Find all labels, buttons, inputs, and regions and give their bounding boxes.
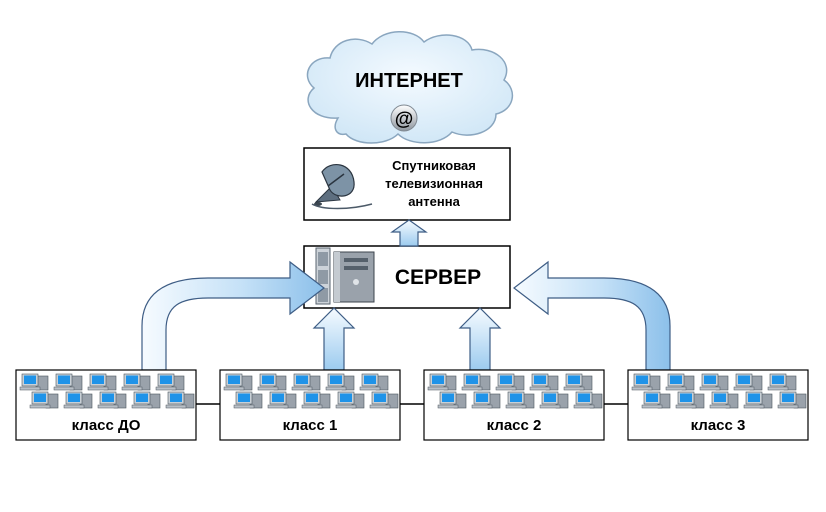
internet-label: ИНТЕРНЕТ [355,70,463,92]
computer-icon [359,373,389,391]
computer-icon [743,391,773,409]
computer-icon [427,373,457,391]
computer-icon [529,373,559,391]
computer-icon [665,373,695,391]
computer-icon [325,373,355,391]
computer-icon [257,373,287,391]
server-node: СЕРВЕР [303,245,511,309]
computer-icon [461,373,491,391]
computer-icon [709,391,739,409]
antenna-label-line-3: антенна [408,194,460,209]
computer-icon [505,391,535,409]
arrow-class-2-to-server [458,307,502,371]
computer-icon [539,391,569,409]
computer-icon [165,391,195,409]
computer-icon [777,391,807,409]
computer-icon [97,391,127,409]
computer-icon [495,373,525,391]
arrow-server-to-antenna [390,219,428,247]
computer-grid [631,373,807,409]
computer-icon [369,391,399,409]
computer-icon [631,373,661,391]
cloud-shape [306,31,514,144]
computer-icon [471,391,501,409]
class-box-1: класс 1 [219,369,401,441]
computer-icon [767,373,797,391]
at-icon-circle [390,104,418,132]
computer-icon [19,373,49,391]
computer-icon [563,373,593,391]
computer-icon [699,373,729,391]
computer-icon [223,373,253,391]
computer-icon [53,373,83,391]
computer-icon [675,391,705,409]
class-label: класс 2 [487,417,542,434]
computer-icon [291,373,321,391]
computer-icon [131,391,161,409]
satellite-dish-icon [311,164,373,210]
computer-icon [29,391,59,409]
class-label: класс ДО [72,417,141,434]
antenna-node: Спутниковая телевизионная антенна [303,147,511,221]
computer-icon [733,373,763,391]
at-icon: @ [395,109,414,130]
computer-icon [267,391,297,409]
computer-icon [437,391,467,409]
computer-grid [19,373,195,409]
class-label: класс 1 [283,417,338,434]
computer-icon [121,373,151,391]
antenna-label-line-2: телевизионная [385,176,483,191]
class-box-3: класс 3 [627,369,809,441]
computer-icon [301,391,331,409]
computer-icon [335,391,365,409]
class-box-2: класс 2 [423,369,605,441]
computer-grid [223,373,399,409]
arrow-class-3-to-server [513,260,671,371]
computer-icon [155,373,185,391]
computer-icon [63,391,93,409]
class-box-0: класс ДО [15,369,197,441]
server-rack-icon [315,247,375,305]
computer-icon [233,391,263,409]
class-label: класс 3 [691,417,746,434]
computer-icon [87,373,117,391]
computer-grid [427,373,603,409]
arrow-class-do-to-server [141,260,325,371]
server-label: СЕРВЕР [395,266,481,289]
computer-icon [641,391,671,409]
antenna-label-line-1: Спутниковая [392,158,476,173]
computer-icon [573,391,603,409]
internet-cloud: ИНТЕРНЕТ @ [306,31,514,144]
arrow-class-1-to-server [312,307,356,371]
